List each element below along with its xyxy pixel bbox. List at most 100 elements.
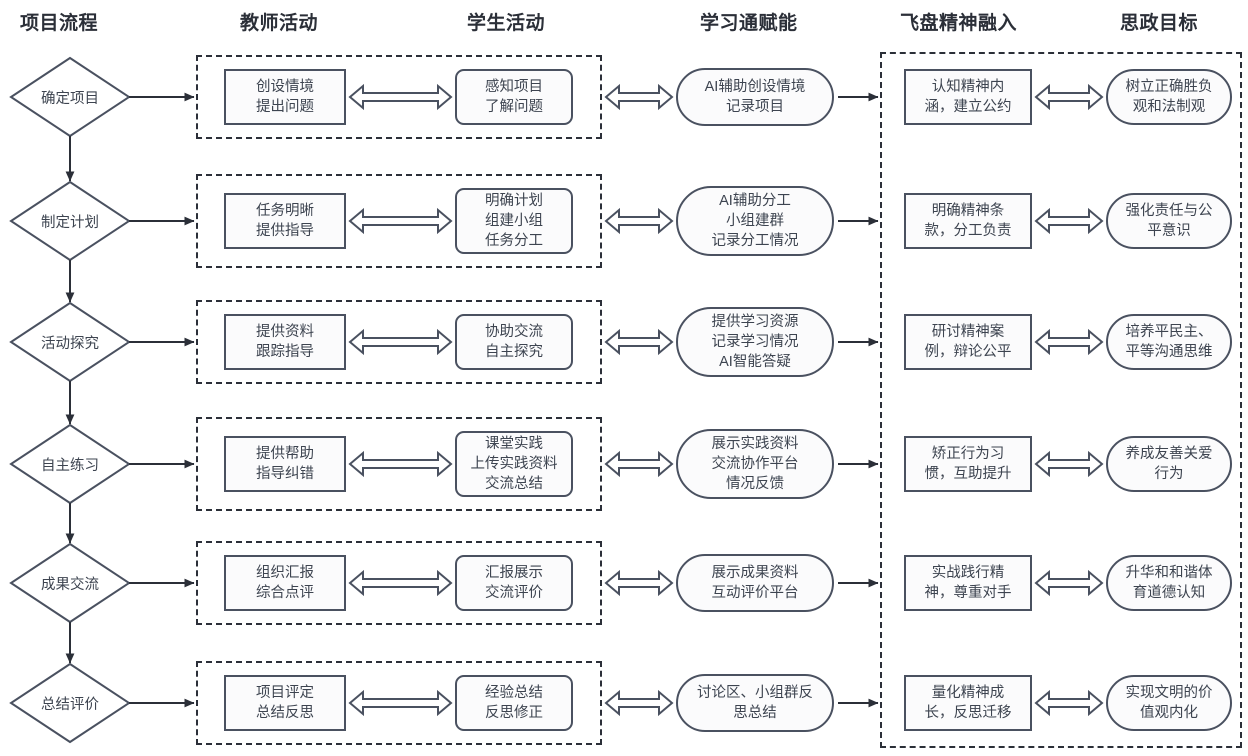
node-text-line: 矫正行为习 [931, 446, 1005, 462]
spirit-node[interactable]: 实战践行精神，尊重对手 [904, 555, 1032, 611]
column-header-frisbee-spirit: 飞盘精神融入 [900, 13, 1018, 34]
platform-node[interactable]: 展示成果资料互动评价平台 [676, 554, 834, 612]
teacher-student-group [196, 300, 602, 384]
spirit-node[interactable]: 认知精神内涵，建立公约 [904, 69, 1032, 125]
spirit-node[interactable]: 研讨精神案例，辩论公平 [904, 314, 1032, 370]
node-text-line: 平意识 [1147, 223, 1191, 239]
node-text-line: 情况反馈 [726, 476, 784, 492]
node-text-line: AI辅助分工 [719, 193, 791, 209]
stage-label: 活动探究 [41, 335, 99, 352]
node-text-line: 小组建群 [726, 213, 784, 229]
node-text-line: 项目评定 [256, 685, 314, 701]
student-activity-box[interactable]: 经验总结反思修正 [455, 675, 573, 731]
stage-label: 总结评价 [41, 696, 99, 713]
node-text-line: 研讨精神案 [931, 324, 1005, 340]
node-text-line: 指导纠错 [256, 466, 314, 482]
teacher-student-group [196, 174, 602, 268]
node-text-line: 上传实践资料 [470, 456, 558, 472]
node-text-line: 育道德认知 [1132, 585, 1206, 601]
node-text-line: 提供资料 [256, 324, 314, 340]
goal-node[interactable]: 培养平民主、平等沟通思维 [1106, 314, 1232, 370]
node-text-line: 惯，互助提升 [924, 466, 1012, 482]
platform-node[interactable]: AI辅助创设情境记录项目 [676, 68, 834, 126]
stage-label: 成果交流 [41, 576, 99, 593]
node-text-line: 组建小组 [485, 213, 543, 229]
node-text-line: 明确精神条 [931, 203, 1005, 219]
node-text-line: 综合点评 [256, 585, 314, 601]
platform-node[interactable]: AI辅助分工小组建群记录分工情况 [676, 186, 834, 256]
column-header-project-flow: 项目流程 [20, 13, 99, 34]
teacher-activity-box[interactable]: 提供帮助指导纠错 [224, 436, 346, 492]
node-text-line: 交流评价 [485, 585, 543, 601]
student-activity-box[interactable]: 感知项目了解问题 [455, 69, 573, 125]
platform-node[interactable]: 讨论区、小组群反思总结 [676, 674, 834, 732]
goal-node[interactable]: 树立正确胜负观和法制观 [1106, 69, 1232, 125]
node-text-line: 明确计划 [485, 193, 543, 209]
teacher-activity-box[interactable]: 创设情境提出问题 [224, 69, 346, 125]
node-text-line: 汇报展示 [485, 565, 543, 581]
teacher-activity-box[interactable]: 提供资料跟踪指导 [224, 314, 346, 370]
node-text-line: 提供学习资源 [711, 314, 799, 330]
node-text-line: 长，反思迁移 [924, 705, 1012, 721]
spirit-node[interactable]: 矫正行为习惯，互助提升 [904, 436, 1032, 492]
goal-node[interactable]: 养成友善关爱行为 [1106, 436, 1232, 492]
node-text-line: 总结反思 [256, 705, 314, 721]
node-text-line: 组织汇报 [256, 565, 314, 581]
node-text-line: 课堂实践 [485, 436, 543, 452]
node-text-line: 反思修正 [485, 705, 543, 721]
node-text-line: 自主探究 [485, 344, 543, 360]
node-text-line: 养成友善关爱 [1125, 446, 1213, 462]
stage-diamond[interactable]: 自主练习 [11, 425, 129, 503]
node-text-line: 行为 [1154, 466, 1184, 482]
node-text-line: 实战践行精 [931, 565, 1005, 581]
platform-node[interactable]: 展示实践资料交流协作平台情况反馈 [676, 429, 834, 499]
node-text-line: 任务明晰 [256, 203, 314, 219]
node-text-line: 感知项目 [485, 79, 543, 95]
teacher-student-group [196, 661, 602, 745]
teacher-activity-box[interactable]: 项目评定总结反思 [224, 675, 346, 731]
node-text-line: 展示实践资料 [711, 436, 799, 452]
teacher-student-group [196, 417, 602, 511]
student-activity-box[interactable]: 明确计划组建小组任务分工 [455, 188, 573, 254]
node-text-line: 创设情境 [256, 79, 314, 95]
teacher-activity-box[interactable]: 组织汇报综合点评 [224, 555, 346, 611]
node-text-line: 涵，建立公约 [924, 99, 1012, 115]
node-text-line: 思总结 [733, 705, 777, 721]
student-activity-box[interactable]: 汇报展示交流评价 [455, 555, 573, 611]
spirit-node[interactable]: 量化精神成长，反思迁移 [904, 675, 1032, 731]
student-activity-box[interactable]: 协助交流自主探究 [455, 314, 573, 370]
stage-label: 制定计划 [41, 214, 99, 231]
node-text-line: 例，辩论公平 [924, 344, 1012, 360]
node-text-line: 交流协作平台 [711, 456, 799, 472]
spirit-node[interactable]: 明确精神条款，分工负责 [904, 193, 1032, 249]
student-activity-box[interactable]: 课堂实践上传实践资料交流总结 [455, 431, 573, 497]
node-text-line: 认知精神内 [931, 79, 1005, 95]
node-text-line: 提出问题 [256, 99, 314, 115]
node-text-line: 实现文明的价 [1125, 685, 1213, 701]
node-text-line: 树立正确胜负 [1125, 79, 1213, 95]
stage-diamond[interactable]: 确定项目 [11, 58, 129, 136]
column-header-student-activity: 学生活动 [467, 13, 546, 34]
node-text-line: 记录学习情况 [711, 334, 799, 350]
goal-node[interactable]: 实现文明的价值观内化 [1106, 675, 1232, 731]
stage-diamond[interactable]: 活动探究 [11, 303, 129, 381]
column-header-ideology-goal: 思政目标 [1120, 13, 1199, 34]
goal-node[interactable]: 强化责任与公平意识 [1106, 193, 1232, 249]
stage-diamond[interactable]: 总结评价 [11, 664, 129, 742]
node-text-line: AI辅助创设情境 [704, 79, 806, 95]
node-text-line: 量化精神成 [931, 685, 1005, 701]
node-text-line: 提供指导 [256, 223, 314, 239]
node-text-line: 经验总结 [485, 685, 543, 701]
goal-node[interactable]: 升华和和谐体育道德认知 [1106, 555, 1232, 611]
teacher-student-group [196, 55, 602, 139]
stage-diamond[interactable]: 成果交流 [11, 544, 129, 622]
teacher-activity-box[interactable]: 任务明晰提供指导 [224, 193, 346, 249]
node-text-line: 协助交流 [485, 324, 543, 340]
frisbee-spirit-panel [880, 52, 1242, 748]
stage-diamond[interactable]: 制定计划 [11, 182, 129, 260]
stage-label: 自主练习 [41, 457, 99, 474]
node-text-line: 值观内化 [1140, 705, 1198, 721]
stage-label: 确定项目 [41, 90, 99, 107]
